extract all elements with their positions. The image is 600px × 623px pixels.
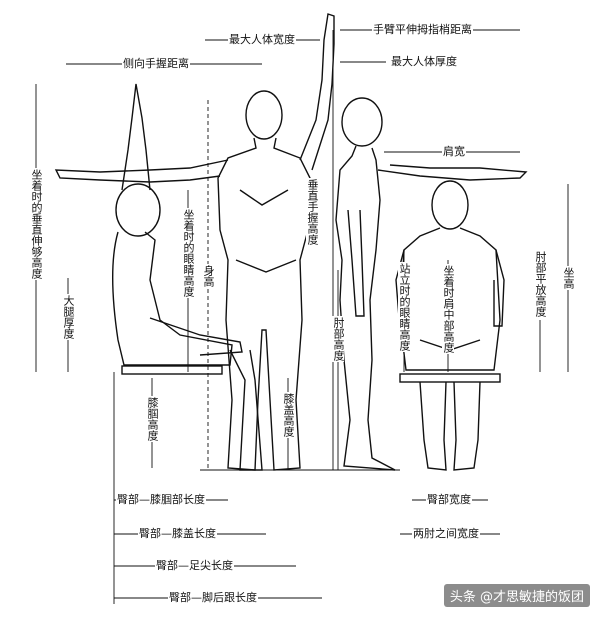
label-stature: 身高	[202, 264, 215, 288]
label-thigh-thickness: 大腿厚度	[62, 294, 75, 340]
label-side-grip: 侧向手握距离	[122, 57, 190, 70]
label-standing-eye-height: 站立时的眼睛高度	[398, 262, 411, 352]
label-elbow-height: 肘部高度	[332, 316, 345, 362]
label-knee-height: 膝盖高度	[282, 392, 295, 438]
label-buttock-popliteal: 臀部—膝腘部长度	[116, 493, 206, 506]
label-max-body-width: 最大人体宽度	[228, 33, 296, 46]
label-seated-eye-height: 坐着时的眼睛高度	[182, 208, 195, 298]
label-buttock-heel: 臀部—脚后跟长度	[168, 591, 258, 604]
label-seated-shoulder-height: 坐着时肩中部高度	[442, 264, 455, 354]
standing-side-figure	[335, 97, 528, 471]
label-seated-elbow-rest: 肘部平放高度	[534, 250, 547, 318]
label-arm-reach: 手臂平伸拇指梢距离	[372, 23, 473, 36]
label-hip-width: 臀部宽度	[426, 493, 472, 506]
watermark: 头条 @才思敏捷的饭团	[443, 584, 590, 607]
label-max-body-depth: 最大人体厚度	[390, 55, 458, 68]
label-sitting-height: 坐高	[562, 266, 575, 290]
label-popliteal-height: 膝腘高度	[146, 396, 159, 442]
label-buttock-toe: 臀部—足尖长度	[155, 559, 234, 572]
label-seated-vertical-reach: 坐着时的垂直伸够高度	[30, 168, 43, 280]
label-buttock-knee: 臀部—膝盖长度	[138, 527, 217, 540]
label-elbow-to-elbow: 两肘之间宽度	[412, 527, 480, 540]
label-vertical-hand-reach: 垂直手握高度	[306, 178, 319, 246]
label-shoulder-width: 肩宽	[442, 145, 466, 158]
